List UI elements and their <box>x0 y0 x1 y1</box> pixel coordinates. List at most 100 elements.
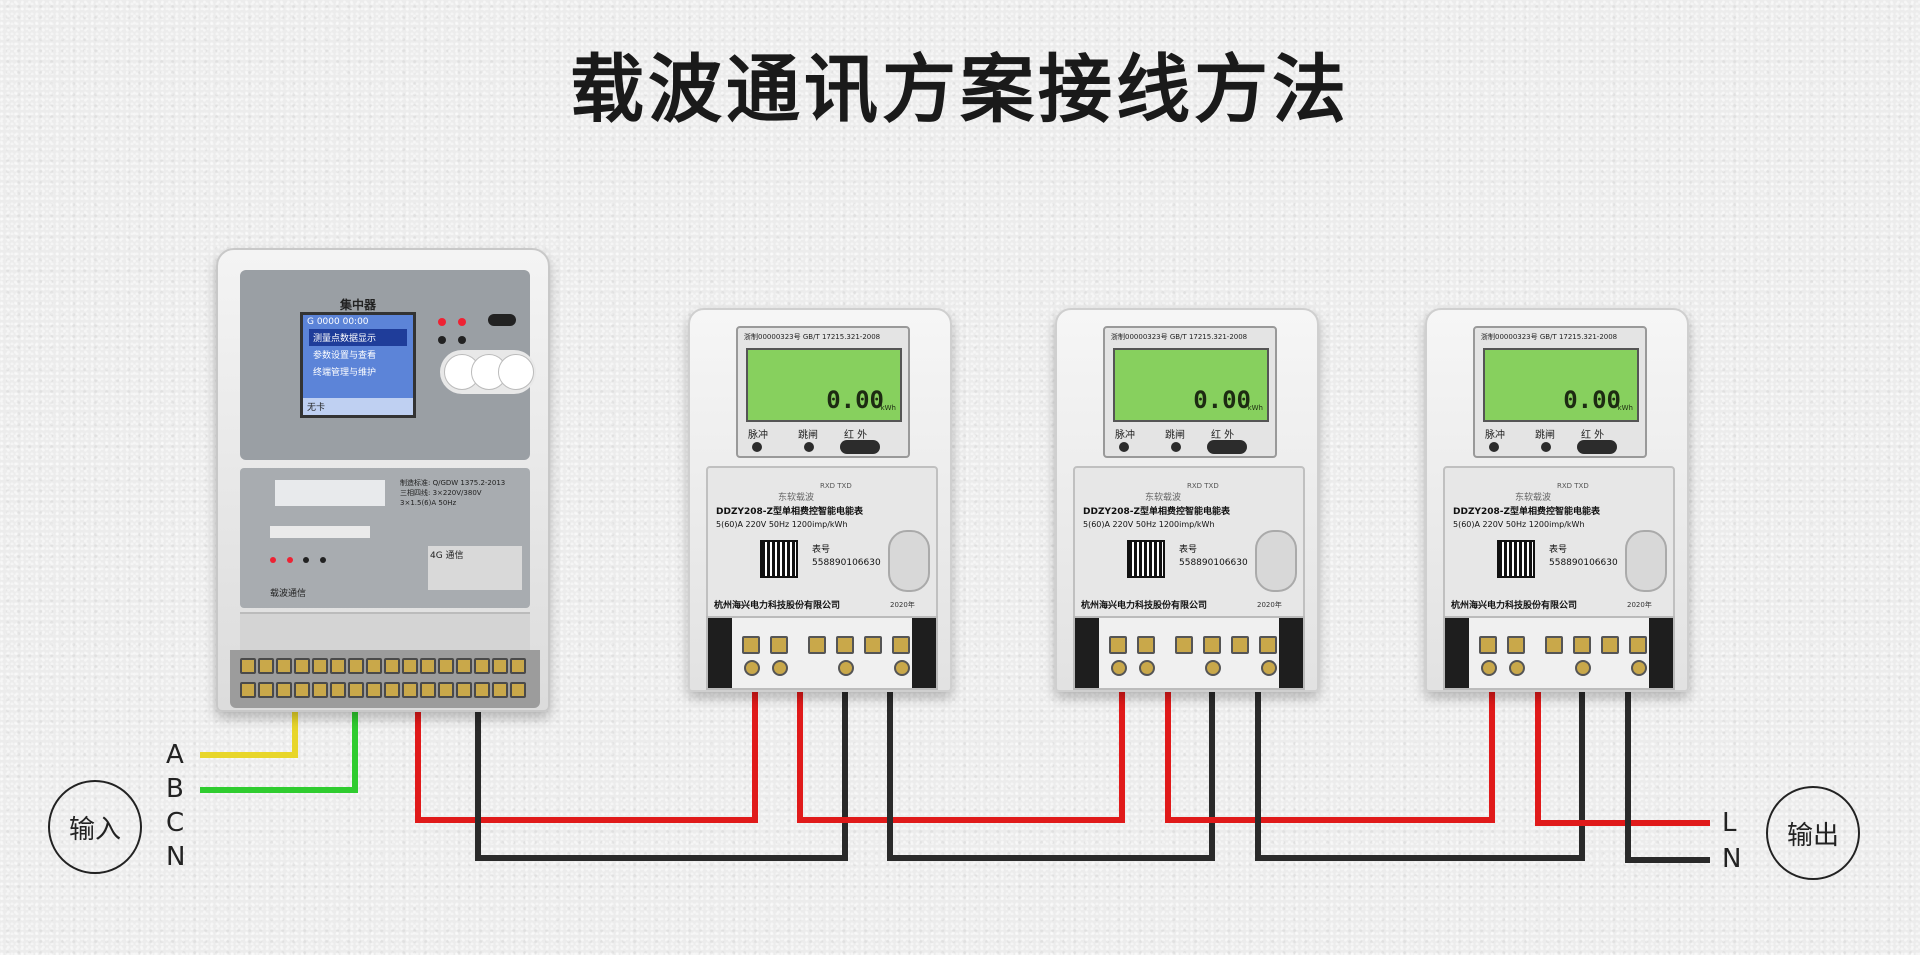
wire-n-3 <box>1255 690 1585 861</box>
meter-serial: 表号 558890106630 <box>812 544 881 570</box>
qr-code <box>1497 540 1535 578</box>
manufacture-year: 2020年 <box>1257 601 1282 609</box>
terminal-screw <box>808 636 826 654</box>
serial-label: 表号 <box>1549 545 1568 555</box>
meter-reading: 0.00 <box>1563 386 1621 414</box>
meter-model: DDZY208-Z型单相费控智能电能表 <box>1453 507 1601 517</box>
terminal-screw <box>438 682 454 698</box>
terminal-screw <box>456 682 472 698</box>
terminal-screw <box>420 658 436 674</box>
lcd-status: G 0000 00:00 <box>307 317 369 327</box>
terminal-screw <box>492 658 508 674</box>
terminal-screw <box>474 658 490 674</box>
terminal-side <box>1279 618 1303 688</box>
terminal-screw <box>402 682 418 698</box>
rxd-txd-label: RXD TXD <box>820 482 852 490</box>
terminal-screw <box>1137 636 1155 654</box>
nameplate-label <box>270 526 370 538</box>
terminal-screw <box>420 682 436 698</box>
terminal-side <box>1075 618 1099 688</box>
spec-line: 3×1.5(6)A 50Hz <box>400 499 457 507</box>
meter-rating: 5(60)A 220V 50Hz 1200imp/kWh <box>1083 520 1215 529</box>
input-circle: 输入 <box>48 780 142 874</box>
pulse-led <box>1119 442 1129 452</box>
terminal-screw <box>384 682 400 698</box>
carrier-brand: 东软载波 <box>778 493 815 503</box>
pulse-led <box>752 442 762 452</box>
terminal-screw <box>1139 660 1155 676</box>
serial-label: 表号 <box>1179 545 1198 555</box>
lcd-footer: 无卡 <box>303 398 413 415</box>
spec-line: 制造标准: Q/GDW 1375.2-2013 <box>400 479 506 487</box>
carrier-brand: 东软载波 <box>1515 493 1552 503</box>
terminal-side <box>708 618 732 688</box>
manufacture-year: 2020年 <box>890 601 915 609</box>
wire-n-1 <box>475 690 848 861</box>
seal-knob <box>1255 530 1297 592</box>
terminal-screw <box>864 636 882 654</box>
seal-knob <box>1625 530 1667 592</box>
meter-rating: 5(60)A 220V 50Hz 1200imp/kWh <box>716 520 848 529</box>
terminal-screw <box>258 658 274 674</box>
meter-nameplate: RXD TXD 东软载波 DDZY208-Z型单相费控智能电能表 5(60)A … <box>706 466 938 620</box>
terminal-screw <box>294 658 310 674</box>
terminal-screw <box>894 660 910 676</box>
lcd-menu-item: 测量点数据显示 <box>309 329 407 346</box>
status-led <box>438 318 446 326</box>
terminal-screw <box>1601 636 1619 654</box>
indicator-label: 跳闸 <box>798 430 818 441</box>
phase-label-a: A <box>166 740 184 770</box>
carrier-brand: 东软载波 <box>1145 493 1182 503</box>
terminal-screw <box>366 658 382 674</box>
terminal-screw <box>742 636 760 654</box>
terminal-screw <box>510 682 526 698</box>
indicator-label: 红 外 <box>844 430 868 441</box>
terminal-screw <box>402 658 418 674</box>
terminal-screw <box>1259 636 1277 654</box>
meter-lcd: 0.00 kWh <box>1483 348 1639 422</box>
concentrator-top-panel: 集中器 G 0000 00:00 测量点数据显示 参数设置与查看 终端管理与维护… <box>240 270 536 460</box>
terminal-side <box>1445 618 1469 688</box>
status-led <box>438 336 446 344</box>
serial-number: 558890106630 <box>1549 558 1618 568</box>
terminal-screw <box>1205 660 1221 676</box>
status-led <box>458 336 466 344</box>
terminal-screw <box>1261 660 1277 676</box>
rxd-txd-label: RXD TXD <box>1187 482 1219 490</box>
terminal-screw <box>1631 660 1647 676</box>
serial-number: 558890106630 <box>812 558 881 568</box>
wire-n-out <box>1625 690 1710 863</box>
phase-label-n: N <box>166 842 186 872</box>
phase-label-l-out: L <box>1722 808 1737 838</box>
concentrator-nameplate: 制造标准: Q/GDW 1375.2-2013 三相四线: 3×220V/380… <box>240 468 530 608</box>
terminal-screw <box>1575 660 1591 676</box>
indicator-label: 脉冲 <box>1115 430 1135 441</box>
terminal-screw <box>240 658 256 674</box>
meter-serial: 表号 558890106630 <box>1549 544 1618 570</box>
indicator-label: 红 外 <box>1211 430 1235 441</box>
concentrator-terminal-block <box>230 650 540 708</box>
concentrator-name: 集中器 <box>340 298 377 312</box>
terminal-screw <box>744 660 760 676</box>
trip-led <box>1541 442 1551 452</box>
wire-n-2 <box>887 690 1215 861</box>
terminal-screw <box>312 658 328 674</box>
terminal-screw <box>438 658 454 674</box>
terminal-screw <box>384 658 400 674</box>
phase-label-c: C <box>166 808 185 838</box>
indicator-label: 脉冲 <box>748 430 768 441</box>
lcd-menu-item: 参数设置与查看 <box>313 351 377 361</box>
meter-reading: 0.00 <box>826 386 884 414</box>
terminal-screw <box>1481 660 1497 676</box>
terminal-screw <box>366 682 382 698</box>
seal-knob <box>888 530 930 592</box>
terminal-screw <box>1231 636 1249 654</box>
page-title: 载波通讯方案接线方法 <box>570 47 1350 133</box>
qr-code <box>760 540 798 578</box>
terminal-screw <box>240 682 256 698</box>
terminal-screw <box>492 682 508 698</box>
status-led <box>458 318 466 326</box>
meter-display-window: 浙制00000323号 GB/T 17215.321-2008 0.00 kWh… <box>736 326 910 458</box>
manufacturer: 杭州海兴电力科技股份有限公司 <box>1451 601 1578 611</box>
